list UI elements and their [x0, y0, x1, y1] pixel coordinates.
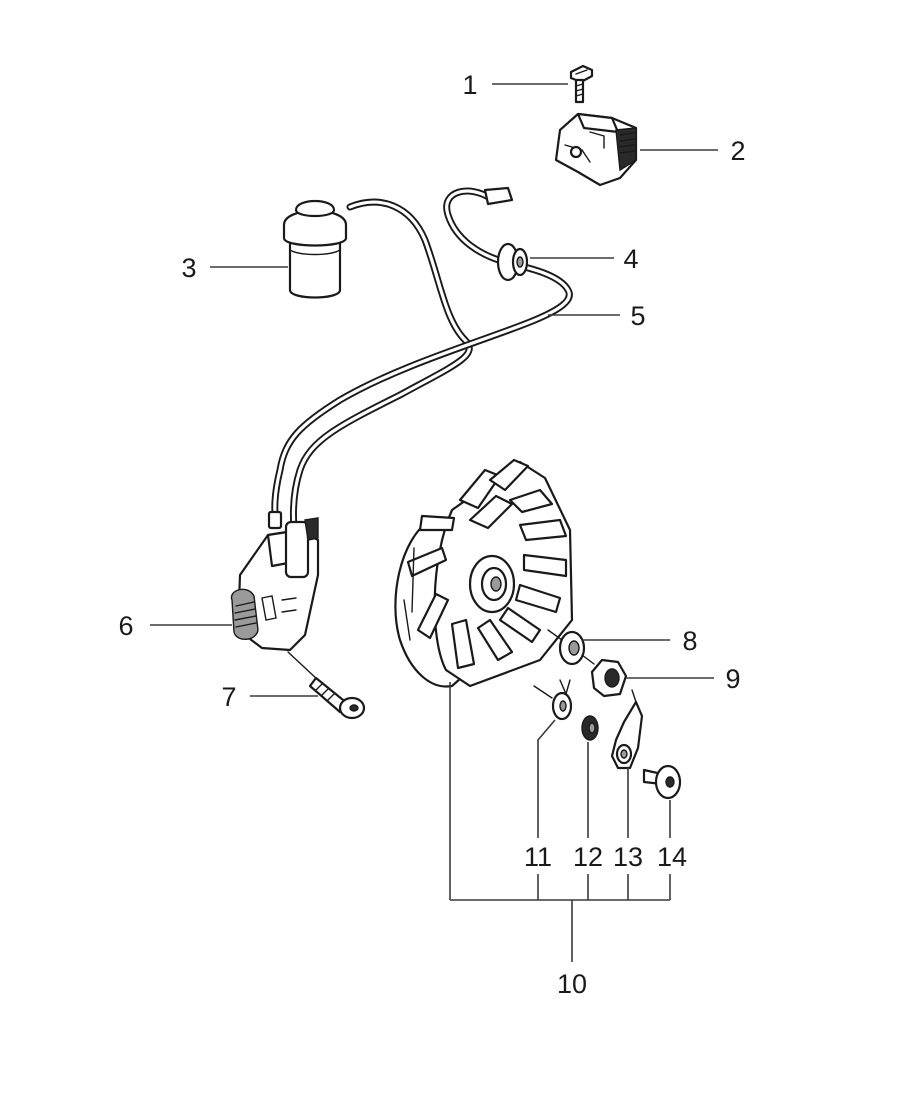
spark-plug-cap-icon	[282, 199, 348, 299]
callout-9: 9	[725, 664, 740, 694]
callout-10: 10	[557, 969, 587, 999]
callout-4: 4	[623, 244, 638, 274]
grommet-icon	[496, 242, 529, 282]
callout-5: 5	[630, 301, 645, 331]
washer-icon	[547, 629, 586, 666]
callout-1: 1	[462, 70, 477, 100]
callout-3: 3	[181, 253, 196, 283]
coil-screw-icon	[287, 651, 366, 720]
screw-icon	[569, 64, 594, 104]
ignition-coil-icon	[230, 517, 320, 652]
spring-icon	[581, 715, 599, 741]
callout-6: 6	[118, 611, 133, 641]
wire-5	[267, 186, 573, 549]
switch-icon	[554, 112, 638, 187]
pawl-icon	[610, 689, 644, 770]
nut-icon	[581, 654, 628, 698]
spring-washer-icon	[533, 679, 573, 721]
callout-11: 11	[524, 842, 552, 872]
callouts: 1 2 3 4 5 6 7 8 9 10 11 12 13 14	[118, 70, 745, 999]
bolt-icon	[642, 764, 682, 800]
callout-12: 12	[573, 842, 603, 872]
callout-2: 2	[730, 136, 745, 166]
leader-lines	[150, 83, 718, 962]
flywheel-icon	[394, 458, 574, 688]
callout-14: 14	[657, 842, 687, 872]
callout-7: 7	[221, 682, 236, 712]
callout-8: 8	[682, 626, 697, 656]
callout-13: 13	[613, 842, 643, 872]
